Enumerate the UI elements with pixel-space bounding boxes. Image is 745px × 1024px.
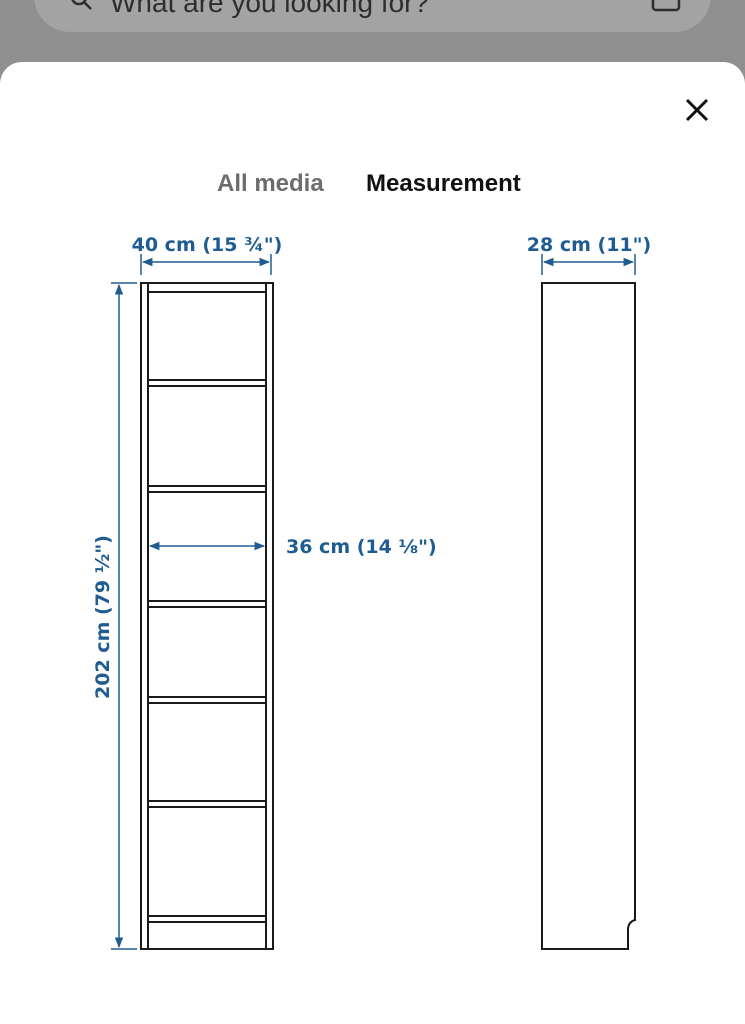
height-dimension-line — [111, 282, 137, 950]
tab-measurement[interactable]: Measurement — [366, 170, 521, 197]
search-input[interactable]: What are you looking for? — [110, 0, 430, 18]
tab-all-media[interactable]: All media — [217, 170, 324, 197]
search-bar[interactable]: What are you looking for? — [34, 0, 711, 32]
front-width-dimension-line — [140, 254, 272, 275]
camera-icon[interactable] — [651, 0, 681, 12]
close-button[interactable] — [677, 90, 717, 130]
close-icon — [685, 98, 709, 122]
search-icon — [70, 0, 92, 10]
front-width-label: 40 cm (15 ¾") — [132, 234, 283, 256]
shelves — [148, 379, 266, 923]
media-modal: All media Measurement — [0, 62, 745, 1024]
inner-width-label: 36 cm (14 ⅛") — [286, 536, 437, 558]
bookcase-side-view — [541, 282, 636, 950]
measurement-drawing: 40 cm (15 ¾") 28 cm (11") 36 cm (14 ⅛") … — [92, 234, 651, 950]
bookcase-front-view — [140, 282, 274, 950]
depth-dimension-line — [541, 254, 636, 275]
depth-label: 28 cm (11") — [527, 234, 651, 256]
media-tabs: All media Measurement — [0, 166, 745, 206]
height-label: 202 cm (79 ½") — [92, 535, 114, 699]
